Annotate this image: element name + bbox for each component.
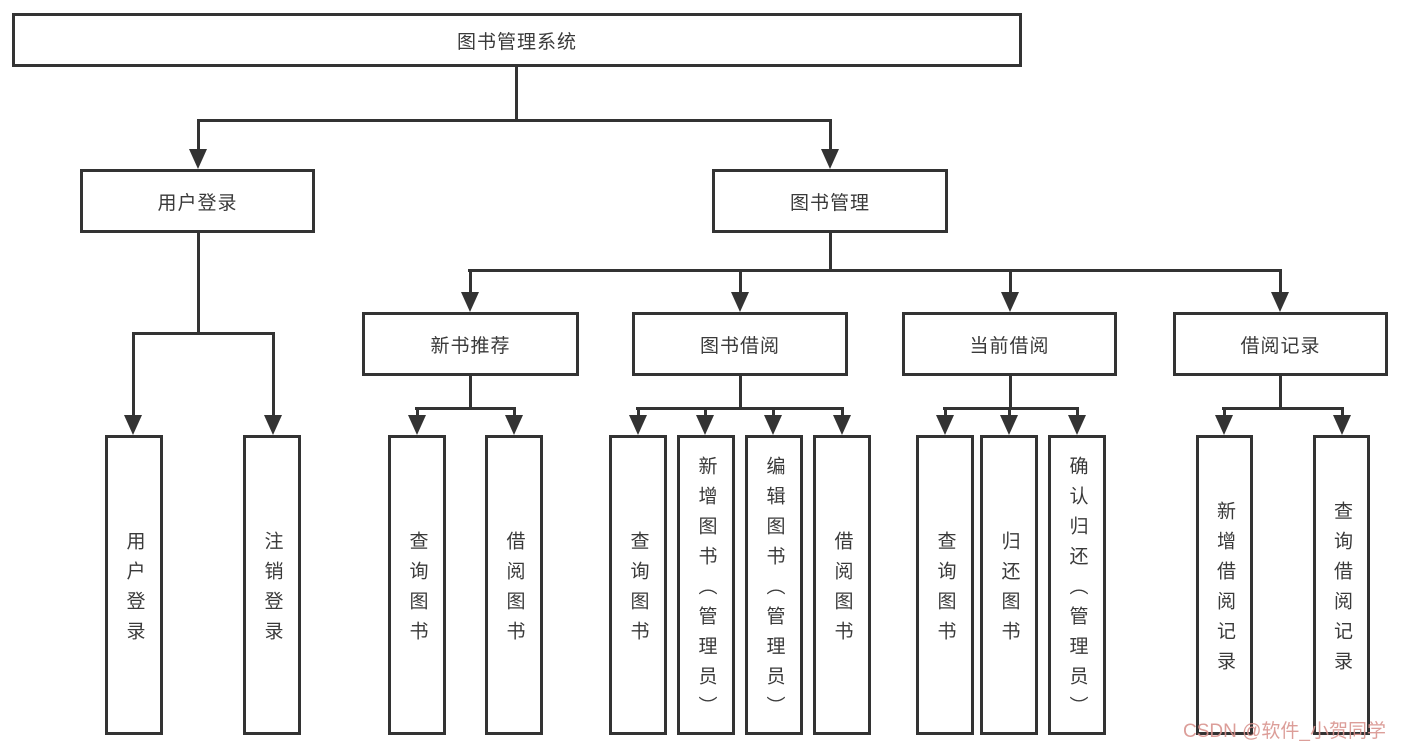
arrow-down-icon [1333, 415, 1351, 435]
node-edit-book-label: 编辑图书（管理员） [763, 455, 785, 726]
connector-line [739, 375, 742, 409]
arrow-down-icon [1068, 415, 1086, 435]
node-user-login: 用户登录 [80, 169, 315, 233]
connector-line [272, 332, 275, 418]
node-add-borrow-record: 新增借阅记录 [1196, 435, 1253, 735]
connector-line [197, 232, 200, 335]
node-root: 图书管理系统 [12, 13, 1022, 67]
node-return-book-label: 归还图书 [998, 530, 1020, 651]
arrow-down-icon [731, 292, 749, 312]
connector-line [1008, 407, 1011, 419]
connector-line [1279, 269, 1282, 295]
node-query-borrow-record: 查询借阅记录 [1313, 435, 1370, 735]
connector-line [132, 332, 135, 418]
node-borrow-book-b: 借阅图书 [813, 435, 871, 735]
node-confirm-return: 确认归还（管理员） [1048, 435, 1106, 735]
node-add-borrow-record-label: 新增借阅记录 [1214, 500, 1235, 681]
node-logout: 注销登录 [243, 435, 301, 735]
node-confirm-return-label: 确认归还（管理员） [1066, 455, 1088, 726]
connector-line [637, 407, 640, 419]
arrow-down-icon [408, 415, 426, 435]
connector-line [1223, 407, 1226, 419]
connector-line [829, 119, 832, 152]
node-query-book-b-label: 查询图书 [627, 530, 649, 651]
node-login-label: 用户登录 [123, 530, 145, 651]
connector-line [943, 407, 1079, 410]
node-book-mgmt-label: 图书管理 [789, 192, 870, 214]
node-query-book-b: 查询图书 [609, 435, 667, 735]
connector-line [1009, 269, 1012, 295]
connector-line [944, 407, 947, 419]
arrow-down-icon [189, 149, 207, 169]
connector-line [841, 407, 844, 419]
connector-line [469, 375, 472, 409]
node-query-book-c-label: 查询图书 [934, 530, 956, 651]
arrow-down-icon [1000, 415, 1018, 435]
connector-line [704, 407, 707, 419]
node-query-borrow-record-label: 查询借阅记录 [1331, 500, 1352, 681]
connector-line [772, 407, 775, 419]
node-new-book-rec-label: 新书推荐 [430, 335, 511, 357]
node-return-book: 归还图书 [980, 435, 1038, 735]
node-current-borrow-label: 当前借阅 [969, 335, 1050, 357]
node-current-borrow: 当前借阅 [902, 312, 1117, 376]
node-edit-book: 编辑图书（管理员） [745, 435, 803, 735]
arrow-down-icon [1215, 415, 1233, 435]
node-borrow-book-b-label: 借阅图书 [831, 530, 853, 651]
node-add-book: 新增图书（管理员） [677, 435, 735, 735]
connector-line [415, 407, 516, 410]
connector-line [515, 66, 518, 121]
node-logout-label: 注销登录 [261, 530, 283, 651]
connector-line [1279, 375, 1282, 409]
arrow-down-icon [1271, 292, 1289, 312]
connector-line [1009, 375, 1012, 409]
arrow-down-icon [264, 415, 282, 435]
connector-line [636, 407, 844, 410]
connector-line [1076, 407, 1079, 419]
node-add-book-label: 新增图书（管理员） [695, 455, 717, 726]
connector-line [1222, 407, 1344, 410]
arrow-down-icon [505, 415, 523, 435]
connector-line [132, 332, 275, 335]
node-login: 用户登录 [105, 435, 163, 735]
arrow-down-icon [629, 415, 647, 435]
connector-line [197, 119, 200, 152]
node-user-login-label: 用户登录 [157, 192, 238, 214]
connector-line [197, 119, 832, 122]
arrow-down-icon [821, 149, 839, 169]
connector-line [1341, 407, 1344, 419]
arrow-down-icon [124, 415, 142, 435]
arrow-down-icon [764, 415, 782, 435]
connector-line [513, 407, 516, 419]
node-borrow-records: 借阅记录 [1173, 312, 1388, 376]
csdn-watermark: CSDN @软件_小贺同学 [1183, 721, 1386, 742]
connector-line [416, 407, 419, 419]
node-book-mgmt: 图书管理 [712, 169, 948, 233]
connector-line [829, 232, 832, 272]
node-book-borrow-label: 图书借阅 [699, 335, 780, 357]
arrow-down-icon [696, 415, 714, 435]
node-query-book-c: 查询图书 [916, 435, 974, 735]
arrow-down-icon [833, 415, 851, 435]
node-new-book-rec: 新书推荐 [362, 312, 579, 376]
node-borrow-book-a: 借阅图书 [485, 435, 543, 735]
arrow-down-icon [461, 292, 479, 312]
arrow-down-icon [936, 415, 954, 435]
connector-line [468, 269, 1282, 272]
node-query-book-a: 查询图书 [388, 435, 446, 735]
arrow-down-icon [1001, 292, 1019, 312]
node-root-label: 图书管理系统 [456, 31, 577, 53]
node-query-book-a-label: 查询图书 [406, 530, 428, 651]
node-borrow-book-a-label: 借阅图书 [503, 530, 525, 651]
node-book-borrow: 图书借阅 [632, 312, 848, 376]
connector-line [739, 269, 742, 295]
node-borrow-records-label: 借阅记录 [1240, 335, 1321, 357]
connector-line [469, 269, 472, 295]
